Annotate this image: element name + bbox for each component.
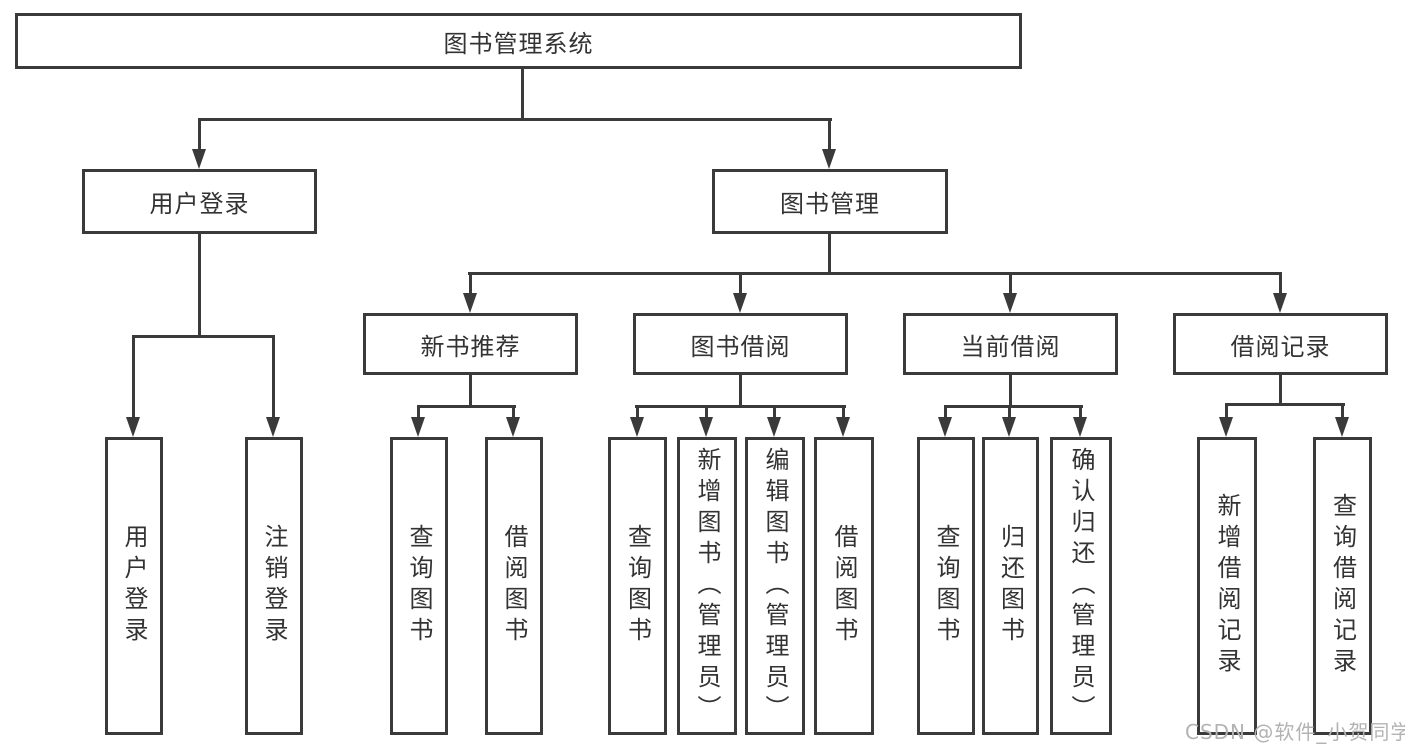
connector-current-borrow-bus: [944, 405, 1083, 408]
connector-stem-nb-borrow: [512, 405, 515, 419]
leaf-bb-query-books: 查询图书: [608, 437, 667, 735]
node-book-borrowing: 图书借阅: [633, 313, 848, 375]
connector-new-books-drop: [469, 375, 472, 408]
leaf-cb-return-books-label: 归还图书: [996, 524, 1025, 648]
arrowhead-cb-query: [938, 417, 952, 437]
connector-stem-new-books: [469, 272, 472, 295]
arrowhead-nb-query: [411, 417, 425, 437]
leaf-bb-edit-books-admin: 编辑图书（管理员）: [745, 437, 805, 735]
node-book-management: 图书管理: [712, 169, 948, 234]
node-user-login: 用户登录: [82, 169, 317, 234]
connector-current-borrow-drop: [1009, 375, 1012, 408]
connector-stem-bb-query: [636, 405, 639, 419]
connector-borrow-records-drop: [1279, 375, 1282, 406]
leaf-logout-label: 注销登录: [260, 524, 288, 648]
watermark: CSDN @软件_小贺同学: [1185, 720, 1405, 744]
leaf-cb-return-books: 归还图书: [982, 437, 1039, 735]
leaf-cb-confirm-return-admin-label: 确认归还（管理员）: [1067, 446, 1095, 726]
arrowhead-user-login: [192, 149, 206, 169]
node-new-book-recommend: 新书推荐: [363, 313, 578, 375]
connector-stem-cb-return: [1008, 405, 1011, 419]
connector-stem-cb-confirm: [1079, 405, 1082, 419]
leaf-bb-borrow-books: 借阅图书: [814, 437, 874, 735]
leaf-bb-edit-books-admin-label: 编辑图书（管理员）: [761, 446, 789, 726]
connector-user-login-bus: [132, 335, 275, 338]
leaf-nb-query-books-label: 查询图书: [405, 524, 433, 648]
arrowhead-current-borrow: [1003, 293, 1017, 313]
arrowhead-book-mgmt: [822, 149, 836, 169]
connector-stem-bb-add: [705, 405, 708, 419]
leaf-logout: 注销登录: [245, 437, 303, 735]
connector-book-borrow-bus: [635, 405, 846, 408]
arrowhead-book-borrow: [733, 293, 747, 313]
connector-stem-bb-borrow: [842, 405, 845, 419]
leaf-br-add-record-label: 新增借阅记录: [1213, 493, 1241, 679]
arrowhead-bb-add: [699, 417, 713, 437]
connector-stem-leaf-login: [132, 335, 135, 419]
connector-stem-current-borrow: [1009, 272, 1012, 295]
connector-stem-br-query: [1341, 403, 1344, 419]
connector-level2-bus: [468, 272, 1282, 275]
arrowhead-br-add: [1219, 417, 1233, 437]
connector-stem-book-borrow: [739, 272, 742, 295]
leaf-nb-borrow-books: 借阅图书: [485, 437, 543, 735]
connector-stem-br-add: [1225, 403, 1228, 419]
connector-stem-cb-query: [944, 405, 947, 419]
leaf-bb-add-books-admin: 新增图书（管理员）: [677, 437, 737, 735]
leaf-br-add-record: 新增借阅记录: [1197, 437, 1257, 735]
arrowhead-br-query: [1335, 417, 1349, 437]
leaf-cb-query-books-label: 查询图书: [932, 524, 960, 648]
leaf-br-query-record: 查询借阅记录: [1313, 437, 1372, 735]
arrowhead-bb-edit: [767, 417, 781, 437]
connector-stem-user-login: [198, 118, 201, 152]
connector-user-login-drop: [198, 234, 201, 338]
connector-stem-nb-query: [417, 405, 420, 419]
arrowhead-bb-borrow: [836, 417, 850, 437]
connector-stem-leaf-logout: [272, 335, 275, 419]
arrowhead-cb-return: [1002, 417, 1016, 437]
leaf-user-login-label: 用户登录: [120, 524, 148, 648]
arrowhead-borrow-records: [1273, 293, 1287, 313]
arrowhead-cb-confirm: [1073, 417, 1087, 437]
connector-borrow-records-bus: [1225, 403, 1345, 406]
leaf-bb-borrow-books-label: 借阅图书: [830, 524, 858, 648]
connector-root-drop: [521, 68, 524, 121]
arrowhead-nb-borrow: [506, 417, 520, 437]
leaf-cb-confirm-return-admin: 确认归还（管理员）: [1050, 437, 1112, 735]
connector-stem-bb-edit: [773, 405, 776, 419]
leaf-user-login: 用户登录: [105, 437, 163, 735]
arrowhead-leaf-logout: [266, 417, 280, 437]
arrowhead-leaf-login: [126, 417, 140, 437]
leaf-nb-borrow-books-label: 借阅图书: [500, 524, 528, 648]
connector-new-books-bus: [417, 405, 516, 408]
connector-book-borrow-drop: [739, 375, 742, 408]
leaf-cb-query-books: 查询图书: [917, 437, 975, 735]
leaf-nb-query-books: 查询图书: [390, 437, 448, 735]
leaf-br-query-record-label: 查询借阅记录: [1328, 493, 1357, 679]
connector-stem-borrow-records: [1279, 272, 1282, 295]
node-borrowing-records: 借阅记录: [1173, 313, 1388, 375]
arrowhead-bb-query: [630, 417, 644, 437]
connector-book-mgmt-drop: [828, 234, 831, 275]
leaf-bb-add-books-admin-label: 新增图书（管理员）: [693, 446, 721, 726]
connector-root-bus: [198, 118, 832, 121]
arrowhead-new-books: [463, 293, 477, 313]
node-library-management-system: 图书管理系统: [15, 13, 1022, 69]
leaf-bb-query-books-label: 查询图书: [623, 524, 652, 648]
connector-stem-book-mgmt: [828, 118, 831, 152]
node-current-borrowing: 当前借阅: [903, 313, 1118, 375]
